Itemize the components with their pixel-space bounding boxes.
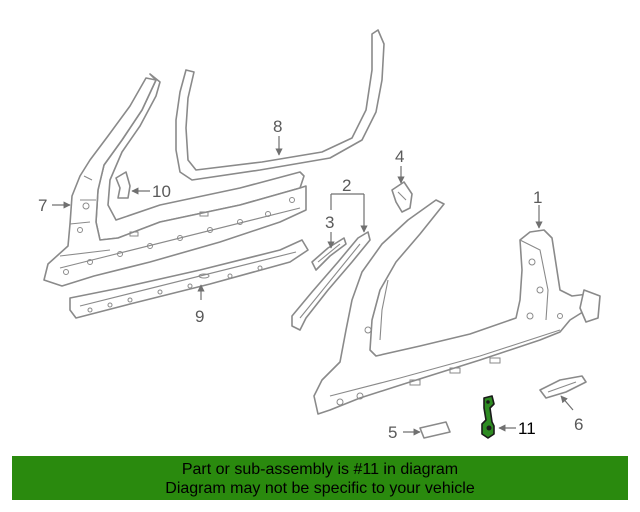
callout-11: 11 — [518, 419, 536, 438]
parts-diagram: 1 2 3 4 5 6 7 8 9 10 11 — [38, 29, 601, 442]
part-8-weatherstrip — [175, 29, 385, 181]
part-9-rocker-reinforcement — [69, 239, 309, 319]
callout-4: 4 — [395, 147, 404, 166]
callout-9: 9 — [195, 307, 204, 326]
callout-1: 1 — [533, 188, 542, 207]
part-2-pillar-reinforcement — [291, 231, 371, 331]
part-10-bracket — [115, 171, 131, 199]
callout-5: 5 — [388, 423, 397, 442]
banner-line-2: Diagram may not be specific to your vehi… — [165, 480, 475, 497]
callout-8: 8 — [273, 117, 282, 136]
callout-3: 3 — [325, 213, 334, 232]
part-6-bracket — [539, 375, 587, 399]
info-banner: Part or sub-assembly is #11 in diagram D… — [12, 456, 628, 500]
callout-2: 2 — [342, 176, 351, 195]
part-4-bracket — [391, 181, 413, 213]
part-11-highlighted-bracket — [481, 395, 495, 439]
part-5-plate — [419, 421, 451, 439]
callout-6: 6 — [574, 415, 583, 434]
callout-10: 10 — [152, 182, 171, 201]
part-1-outer-side-panel — [313, 199, 601, 415]
callout-7: 7 — [38, 196, 47, 215]
part-7-inner-side-panel — [43, 73, 307, 287]
banner-line-1: Part or sub-assembly is #11 in diagram — [181, 461, 459, 478]
